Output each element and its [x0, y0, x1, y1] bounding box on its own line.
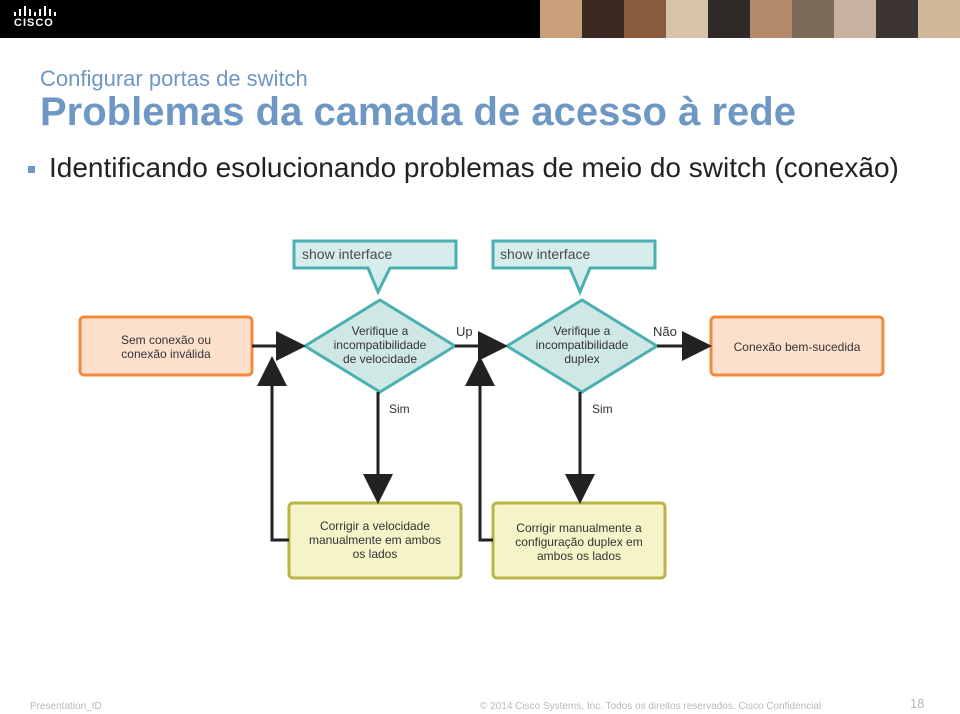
decision-2-line-3: duplex: [564, 352, 599, 366]
header-photo: [918, 0, 960, 38]
footer-copyright: © 2014 Cisco Systems, Inc. Todos os dire…: [480, 701, 822, 712]
header-photo: [834, 0, 876, 38]
arrow-fix-1-loop-back: [257, 356, 289, 542]
page-number: 18: [910, 696, 925, 711]
end-box-text: Conexão bem-sucedida: [734, 340, 861, 354]
decision-1-line-1: Verifique a: [352, 324, 409, 338]
fix-1-line-1: Corrigir a velocidade: [320, 519, 430, 533]
label-up: Up: [456, 324, 473, 339]
fix-1-line-3: os lados: [353, 547, 398, 561]
cisco-logo-icon: [14, 6, 56, 16]
bullet-square-icon: [28, 165, 35, 173]
header-photo: [582, 0, 624, 38]
header-bar: CISCO: [0, 0, 960, 38]
label-sim-2: Sim: [592, 402, 613, 416]
header-photo: [708, 0, 750, 38]
label-nao: Não: [653, 324, 677, 339]
fix-speed-box: Corrigir a velocidade manualmente em amb…: [287, 501, 463, 580]
slide-subtitle: Configurar portas de switch: [40, 66, 308, 91]
footer-presentation-id: Presentation_ID: [30, 701, 102, 712]
bullet-item: Identificando esolucionando problemas de…: [28, 152, 899, 184]
bullet-text: Identificando esolucionando problemas de…: [49, 152, 899, 183]
header-photo: [792, 0, 834, 38]
fix-2-line-1: Corrigir manualmente a: [516, 521, 642, 535]
decision-duplex: Verifique a incompatibilidade duplex: [504, 298, 660, 394]
cisco-logo-text: CISCO: [14, 17, 54, 29]
decision-2-line-2: incompatibilidade: [536, 338, 629, 352]
fix-1-line-2: manualmente em ambos: [309, 533, 441, 547]
callout-2-text: show interface: [500, 246, 590, 262]
fix-duplex-box: Corrigir manualmente a configuração dupl…: [491, 501, 667, 580]
end-box: Conexão bem-sucedida: [709, 315, 885, 377]
header-photo: [666, 0, 708, 38]
fix-2-line-3: ambos os lados: [537, 549, 621, 563]
header-photo: [750, 0, 792, 38]
header-photo-strip: [540, 0, 960, 38]
callout-1-text: show interface: [302, 246, 392, 262]
header-black-band: CISCO: [0, 0, 540, 38]
label-sim-1: Sim: [389, 402, 410, 416]
fix-2-line-2: configuração duplex em: [515, 535, 642, 549]
decision-2-line-1: Verifique a: [554, 324, 611, 338]
arrow-fix-2-loop-back: [465, 356, 495, 542]
decision-1-line-3: de velocidade: [343, 352, 417, 366]
start-box-line-2: conexão inválida: [121, 347, 211, 361]
header-photo: [876, 0, 918, 38]
callout-show-interface-1: show interface: [292, 239, 458, 296]
slide-title: Problemas da camada de acesso à rede: [40, 90, 796, 134]
start-box: Sem conexão ou conexão inválida: [78, 315, 254, 377]
decision-speed: Verifique a incompatibilidade de velocid…: [302, 298, 458, 394]
callout-show-interface-2: show interface: [491, 239, 657, 296]
header-photo: [624, 0, 666, 38]
header-photo: [540, 0, 582, 38]
flow-arrows: [252, 331, 712, 542]
start-box-line-1: Sem conexão ou: [121, 333, 211, 347]
decision-1-line-2: incompatibilidade: [334, 338, 427, 352]
